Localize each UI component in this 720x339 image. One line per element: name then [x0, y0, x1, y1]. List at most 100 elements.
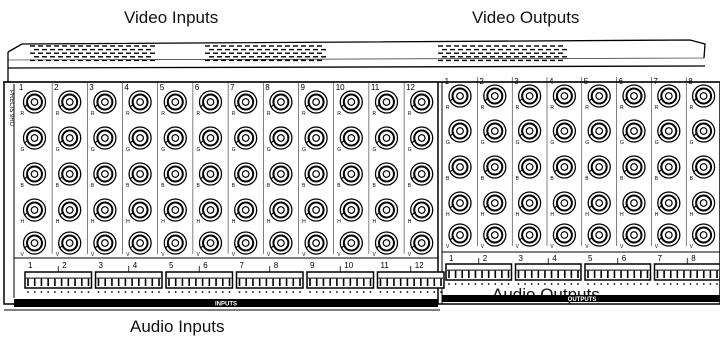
channel-number: 6	[195, 83, 200, 92]
bnc-connector	[410, 231, 434, 255]
audio-inputs-label: Audio Inputs	[130, 317, 225, 336]
bnc-connector	[269, 162, 293, 186]
inputs-header: INPUTS	[14, 299, 438, 308]
audio-channel-number: 5	[169, 261, 174, 270]
signal-label: H	[373, 219, 377, 225]
channel-number: 5	[160, 83, 165, 92]
signal-label: R	[373, 111, 377, 117]
signal-label: B	[56, 183, 60, 189]
signal-label: G	[408, 147, 412, 153]
inputs-header-text: INPUTS	[215, 302, 237, 308]
bnc-connector	[234, 162, 258, 186]
bnc-connector	[234, 231, 258, 255]
signal-label: R	[690, 105, 694, 111]
signal-label: B	[232, 183, 236, 189]
signal-label: G	[302, 147, 306, 153]
signal-label: B	[126, 183, 130, 189]
bnc-connector	[339, 126, 363, 150]
channel-number: 10	[336, 83, 345, 92]
signal-label: G	[126, 147, 130, 153]
signal-label: V	[56, 252, 60, 258]
audio-channel-number: 5	[588, 254, 593, 263]
terminal-block	[445, 258, 513, 285]
bnc-connector	[374, 198, 399, 222]
signal-label: G	[267, 147, 271, 153]
audio-channel-number: 11	[381, 261, 390, 270]
signal-label: V	[302, 252, 306, 258]
video-input-connectors: 1RGBHV2RGBHV3RGBHV4RGBHV5RGBHV6RGBHV7RGB…	[19, 83, 434, 258]
bnc-connector	[657, 191, 681, 215]
signal-label: G	[446, 140, 450, 146]
signal-label: G	[197, 147, 201, 153]
signal-label: H	[585, 212, 589, 218]
audio-channel-number: 9	[310, 261, 315, 270]
bnc-connector	[269, 126, 293, 150]
bnc-connector	[552, 119, 577, 143]
bnc-connector	[198, 198, 223, 222]
audio-channel-number: 1	[28, 261, 33, 270]
bnc-connector	[483, 84, 507, 108]
video-outputs-label: Video Outputs	[472, 8, 580, 27]
chassis-face	[3, 81, 720, 311]
audio-channel-number: 2	[483, 254, 488, 263]
channel-number: 1	[19, 83, 24, 92]
bnc-connector	[58, 126, 82, 150]
bnc-connector	[448, 155, 472, 179]
signal-label: G	[161, 147, 165, 153]
channel-number: 9	[301, 83, 306, 92]
signal-label: R	[446, 105, 450, 111]
signal-label: B	[267, 183, 271, 189]
bnc-connector	[657, 155, 681, 179]
signal-label: R	[585, 105, 589, 111]
bnc-connector	[587, 223, 611, 247]
bnc-connector	[587, 84, 611, 108]
bnc-connector	[93, 162, 117, 186]
terminal-block	[165, 266, 234, 293]
signal-label: V	[91, 252, 95, 258]
signal-label: H	[267, 219, 271, 225]
signal-label: R	[161, 111, 165, 117]
bnc-connector	[128, 198, 152, 222]
signal-label: H	[302, 219, 306, 225]
bnc-connector	[374, 126, 399, 150]
signal-label: G	[690, 140, 694, 146]
bnc-connector	[269, 90, 293, 114]
bnc-connector	[448, 84, 472, 108]
bnc-connector	[483, 191, 507, 215]
video-output-connectors: 1RGBHV2RGBHV3RGBHV4RGBHV5RGBHV6RGBHV7RGB…	[445, 77, 716, 250]
bnc-connector	[339, 198, 363, 222]
signal-label: H	[550, 212, 554, 218]
signal-label: V	[232, 252, 236, 258]
bnc-connector	[410, 198, 434, 222]
bnc-connector	[622, 84, 646, 108]
signal-label: V	[620, 244, 624, 250]
signal-label: G	[91, 147, 95, 153]
channel-number: 3	[89, 83, 94, 92]
outputs-header: OUTPUTS	[442, 295, 720, 303]
audio-channel-number: 6	[622, 254, 627, 263]
bnc-connector	[58, 162, 82, 186]
signal-label: R	[408, 111, 412, 117]
bnc-connector	[552, 84, 577, 108]
bnc-connector	[691, 84, 716, 108]
bnc-connector	[58, 90, 82, 114]
audio-channel-number: 8	[274, 261, 279, 270]
terminal-block	[235, 266, 304, 293]
bnc-connector	[22, 162, 47, 186]
signal-label: B	[21, 183, 25, 189]
bnc-connector	[552, 223, 577, 247]
channel-number: 1	[445, 77, 450, 86]
signal-label: B	[481, 176, 485, 182]
signal-label: B	[302, 183, 306, 189]
bnc-connector	[163, 126, 187, 150]
signal-label: R	[550, 105, 554, 111]
bnc-connector	[374, 162, 399, 186]
audio-channel-number: 7	[658, 254, 663, 263]
bnc-connector	[517, 155, 542, 179]
signal-label: V	[197, 252, 201, 258]
bnc-connector	[552, 155, 577, 179]
signal-label: V	[655, 244, 659, 250]
signal-label: G	[373, 147, 377, 153]
bnc-connector	[517, 223, 542, 247]
bnc-connector	[304, 90, 328, 114]
